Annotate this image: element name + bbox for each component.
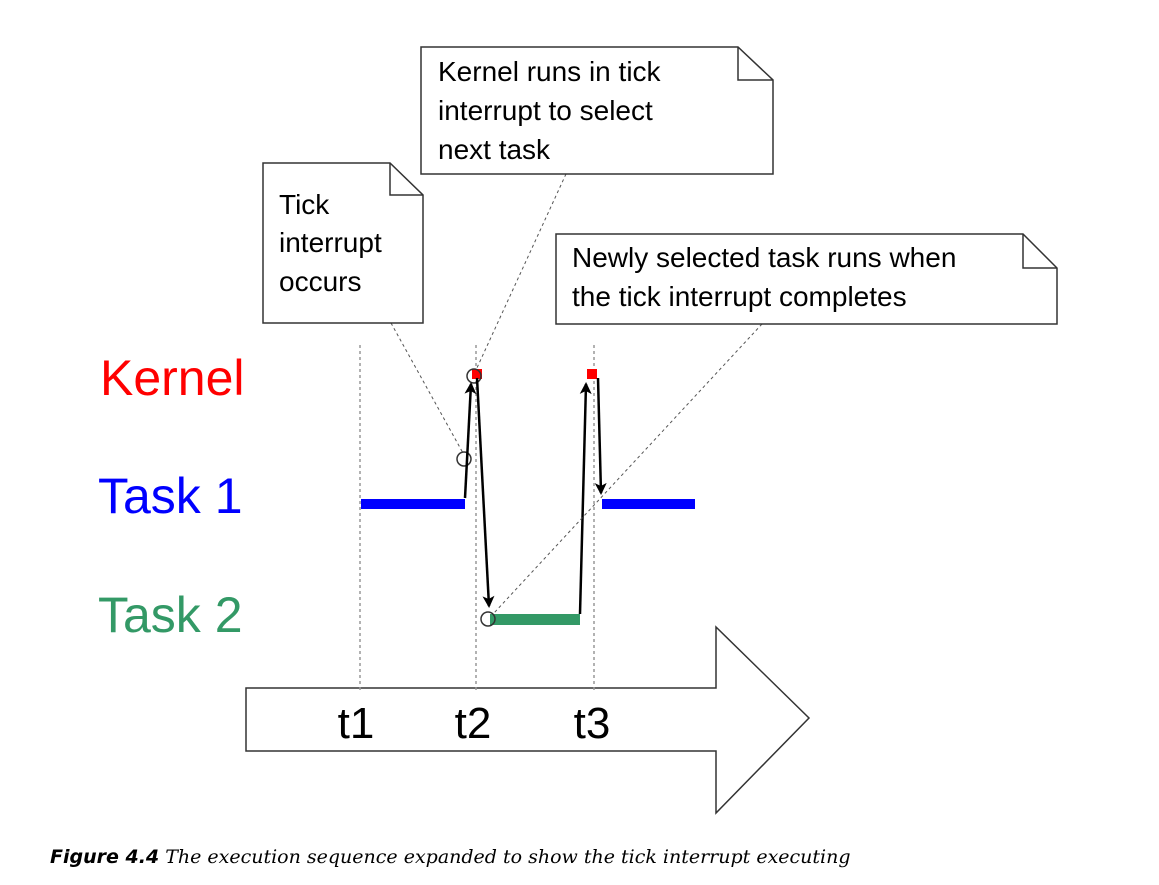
note-kernel-runs: Kernel runs in tick interrupt to select … — [420, 46, 774, 175]
tick-label-t3: t3 — [574, 699, 611, 748]
callout-pointer-kernel — [475, 173, 567, 371]
figure-caption-text: The execution sequence expanded to show … — [159, 846, 851, 868]
task1-execution-bar — [602, 499, 695, 509]
note-newly-selected: Newly selected task runs when the tick i… — [555, 233, 1058, 325]
switch-arrow-kernel-to-task1 — [594, 377, 607, 495]
tick-label-t2: t2 — [455, 699, 492, 748]
note-kernel-line-3: next task — [438, 134, 551, 165]
tick-event-circle — [456, 451, 472, 467]
callout-pointer-newly — [493, 323, 763, 614]
switch-arrow-task1-to-kernel — [463, 382, 477, 499]
task2-start-circle — [480, 611, 496, 627]
tick-label-t1: t1 — [338, 699, 375, 748]
time-axis-arrow — [245, 625, 811, 815]
kernel-execution-mark — [472, 369, 482, 379]
note-newly-line-2: the tick interrupt completes — [572, 281, 907, 312]
note-newly-line-1: Newly selected task runs when — [572, 242, 956, 273]
figure-caption: Figure 4.4 The execution sequence expand… — [50, 846, 851, 868]
note-kernel-line-1: Kernel runs in tick — [438, 56, 662, 87]
switch-arrow-kernel-to-task2 — [475, 377, 495, 608]
kernel-execution-mark — [587, 369, 597, 379]
row-label-kernel: Kernel — [100, 350, 245, 406]
note-tick-interrupt: Tick interrupt occurs — [262, 162, 424, 324]
note-kernel-line-2: interrupt to select — [438, 95, 653, 126]
row-label-task2: Task 2 — [98, 587, 243, 643]
task2-execution-bar — [490, 614, 580, 625]
row-label-task1: Task 1 — [98, 468, 243, 524]
callout-pointer-tick — [390, 322, 464, 454]
task1-execution-bar — [361, 499, 465, 509]
note-tick-line-2: interrupt — [279, 227, 382, 258]
note-tick-line-1: Tick — [279, 189, 330, 220]
figure-caption-label: Figure 4.4 — [50, 846, 160, 868]
switch-arrow-task2-to-kernel — [578, 382, 592, 615]
note-tick-line-3: occurs — [279, 266, 361, 297]
